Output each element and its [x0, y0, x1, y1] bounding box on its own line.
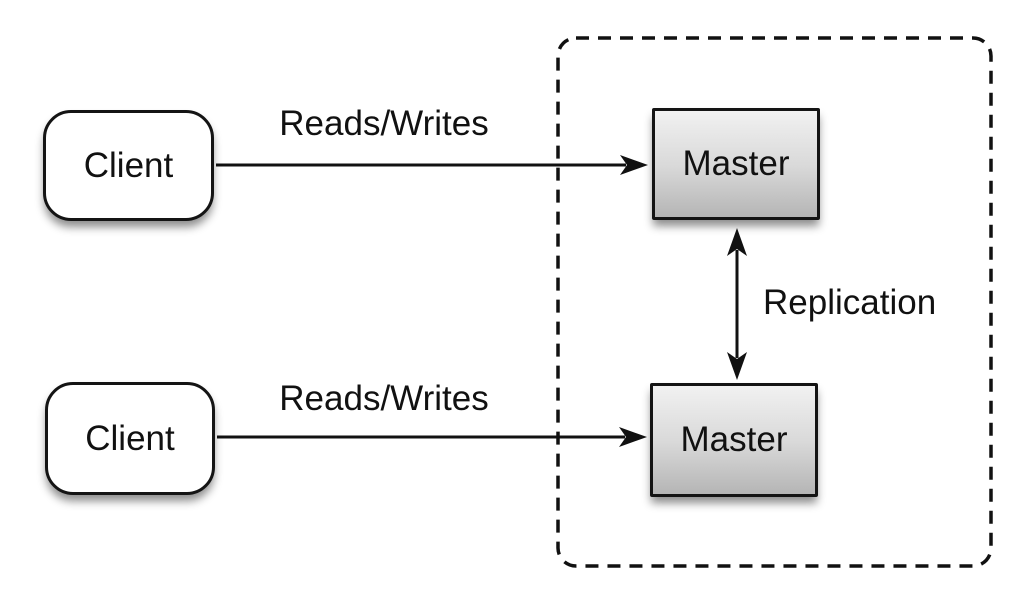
master-node-top: Master	[652, 108, 820, 220]
client-node-bottom: Client	[45, 382, 215, 495]
replication-label: Replication	[763, 283, 937, 322]
reads-writes-label-top: Reads/Writes	[279, 104, 489, 143]
reads-writes-label-bottom: Reads/Writes	[279, 379, 489, 418]
replication-group-boundary	[556, 36, 993, 568]
arrowhead-right-icon	[620, 155, 648, 175]
client-node-bottom-label: Client	[85, 418, 175, 458]
master-node-top-label: Master	[682, 144, 790, 183]
client-node-top-label: Client	[83, 145, 174, 185]
replication-arrow	[727, 228, 747, 380]
reads-writes-arrow-top	[216, 155, 648, 175]
arrowhead-right-icon	[619, 427, 647, 447]
reads-writes-arrow-bottom	[217, 427, 647, 447]
master-node-bottom-label: Master	[680, 420, 788, 459]
client-node-top: Client	[43, 110, 214, 221]
arrowhead-down-icon	[727, 352, 747, 380]
master-node-bottom: Master	[650, 383, 818, 497]
arrowhead-up-icon	[727, 228, 747, 256]
